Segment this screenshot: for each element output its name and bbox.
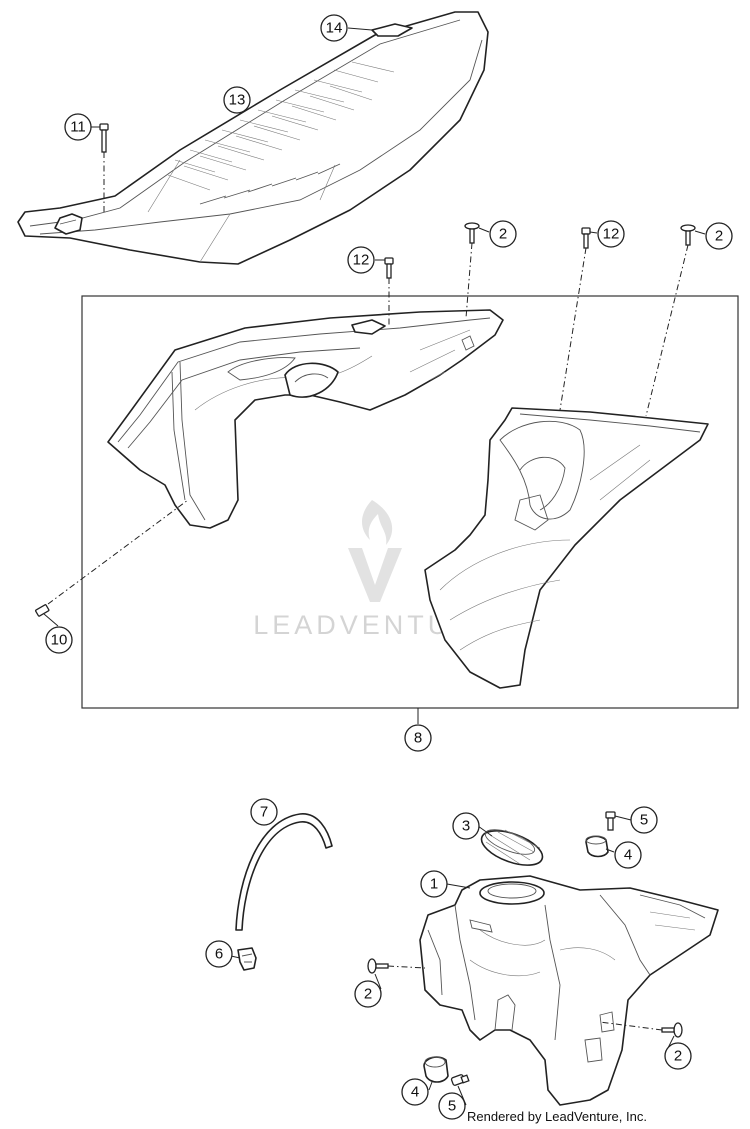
callout-8: 8: [404, 724, 432, 752]
svg-text:10: 10: [51, 632, 68, 649]
cover-hardware: [35, 222, 696, 617]
tank-screw-bottom: [450, 1074, 470, 1086]
tank-bushing-top: [585, 835, 609, 858]
callout-10: 10: [45, 626, 73, 654]
callout-4-top: 4: [614, 841, 642, 869]
callout-14: 14: [320, 14, 348, 42]
svg-text:12: 12: [603, 226, 620, 243]
callout-2-left-cover: 2: [489, 220, 517, 248]
callout-2-tank-right: 2: [664, 1042, 692, 1070]
callout-12-left: 12: [347, 246, 375, 274]
svg-text:5: 5: [640, 812, 648, 829]
callout-3: 3: [452, 812, 480, 840]
svg-text:14: 14: [326, 20, 343, 37]
tank-cap: [480, 829, 544, 866]
callout-5-bottom: 5: [438, 1092, 466, 1120]
watermark-flame-icon: [362, 500, 393, 545]
seat: [17, 11, 489, 265]
svg-text:11: 11: [70, 119, 86, 136]
fuel-hose: [235, 813, 333, 931]
tank-bushing-bottom: [423, 1056, 449, 1083]
svg-text:6: 6: [215, 946, 223, 963]
svg-text:5: 5: [448, 1098, 456, 1115]
svg-text:1: 1: [430, 876, 438, 893]
callout-2-right-cover: 2: [705, 222, 733, 250]
callout-12-right: 12: [597, 220, 625, 248]
callout-13: 13: [223, 86, 251, 114]
hose-clip: [237, 947, 257, 971]
svg-text:2: 2: [364, 986, 372, 1003]
callout-7: 7: [250, 798, 278, 826]
watermark-v-icon: [348, 548, 402, 602]
leader-lines: [43, 27, 706, 1106]
seat-rib-pattern: [167, 61, 395, 205]
tank-rivet-right: [599, 1021, 683, 1038]
render-credit: Rendered by LeadVenture, Inc.: [467, 1109, 647, 1124]
right-side-cover: [424, 407, 709, 689]
svg-text:4: 4: [624, 847, 632, 864]
seat-pad: [371, 23, 413, 37]
svg-text:3: 3: [462, 818, 470, 835]
tank-rivet-left: [367, 958, 426, 974]
cover-set-frame: [81, 295, 739, 709]
callout-2-tank-left: 2: [354, 980, 382, 1008]
left-cover-vent: [284, 362, 339, 398]
callout-4-bottom: 4: [401, 1078, 429, 1106]
svg-text:12: 12: [353, 252, 370, 269]
svg-text:8: 8: [414, 730, 422, 747]
svg-text:13: 13: [229, 92, 246, 109]
svg-text:4: 4: [411, 1084, 419, 1101]
svg-text:2: 2: [715, 228, 723, 245]
tank-screw-top: [605, 811, 616, 831]
fuel-tank: [419, 875, 719, 1106]
callout-11: 11: [64, 113, 92, 141]
svg-text:2: 2: [499, 226, 507, 243]
callout-6: 6: [205, 940, 233, 968]
svg-text:7: 7: [260, 804, 268, 821]
seat-screw: [99, 123, 109, 212]
left-side-cover: [107, 309, 504, 529]
callout-5-top: 5: [630, 806, 658, 834]
callout-1: 1: [420, 870, 448, 898]
seat-bracket: [54, 213, 83, 235]
svg-text:2: 2: [674, 1048, 682, 1065]
